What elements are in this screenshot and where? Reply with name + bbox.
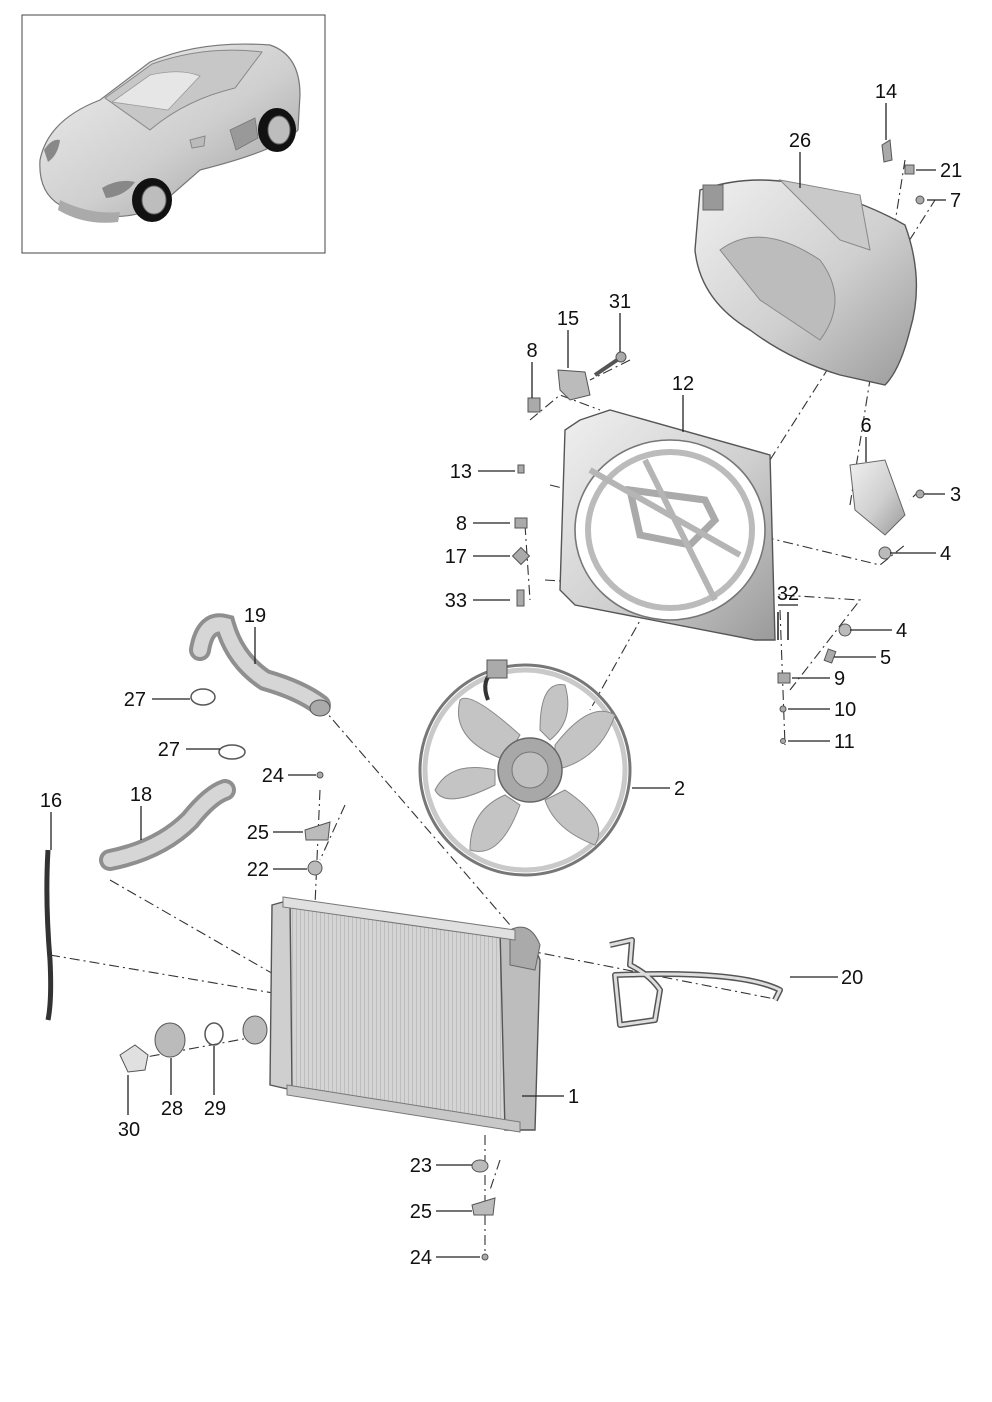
callout-22: 22 xyxy=(247,859,269,881)
callout-2: 2 xyxy=(674,778,685,800)
callout-14: 14 xyxy=(875,81,897,103)
callout-18: 18 xyxy=(130,784,152,806)
callout-26: 26 xyxy=(789,130,811,152)
callout-27-bottom: 27 xyxy=(158,739,180,761)
callout-4-bottom: 4 xyxy=(896,620,907,642)
callout-31: 31 xyxy=(609,291,631,313)
car-icon xyxy=(39,43,301,223)
callout-19: 19 xyxy=(244,605,266,627)
callout-29: 29 xyxy=(204,1098,226,1120)
callout-27-top: 27 xyxy=(124,689,146,711)
callout-6: 6 xyxy=(860,415,871,437)
upper-coolant-hose xyxy=(189,613,331,717)
callout-24-bottom: 24 xyxy=(410,1247,432,1269)
fan-shroud-frame xyxy=(559,409,776,641)
lower-coolant-hose xyxy=(99,779,236,871)
cooling-fan xyxy=(418,659,632,877)
vehicle-thumbnail xyxy=(21,14,326,254)
fan-shroud-cover xyxy=(694,179,918,386)
callout-24-top: 24 xyxy=(262,765,284,787)
callout-15: 15 xyxy=(557,308,579,330)
callout-28: 28 xyxy=(161,1098,183,1120)
callout-21: 21 xyxy=(940,160,962,182)
callout-8-mid: 8 xyxy=(456,513,467,535)
callout-7: 7 xyxy=(950,190,961,212)
callout-9: 9 xyxy=(834,668,845,690)
callout-13: 13 xyxy=(450,461,472,483)
callout-11: 11 xyxy=(834,731,855,753)
callout-1: 1 xyxy=(568,1086,579,1108)
callout-23: 23 xyxy=(410,1155,432,1177)
callout-32: 32 xyxy=(777,583,799,605)
callout-25-top: 25 xyxy=(247,822,269,844)
vent-hose xyxy=(44,849,54,1021)
callout-16: 16 xyxy=(40,790,62,812)
callout-3: 3 xyxy=(950,484,961,506)
leader-lines xyxy=(50,103,946,1258)
callout-8-top: 8 xyxy=(526,340,537,362)
callout-33: 33 xyxy=(445,590,467,612)
callout-25-bottom: 25 xyxy=(410,1201,432,1223)
callout-20: 20 xyxy=(841,967,863,989)
callout-30: 30 xyxy=(118,1119,140,1141)
callout-12: 12 xyxy=(672,373,694,395)
radiator xyxy=(269,896,541,1133)
callout-4-top: 4 xyxy=(940,543,951,565)
bleed-line xyxy=(609,937,783,1028)
callout-10: 10 xyxy=(834,699,856,721)
callout-labels: 14 26 21 7 31 15 8 12 6 3 4 13 8 17 33 3… xyxy=(40,81,962,1269)
callout-5: 5 xyxy=(880,647,891,669)
small-hardware xyxy=(119,139,925,1261)
callout-17: 17 xyxy=(445,546,467,568)
